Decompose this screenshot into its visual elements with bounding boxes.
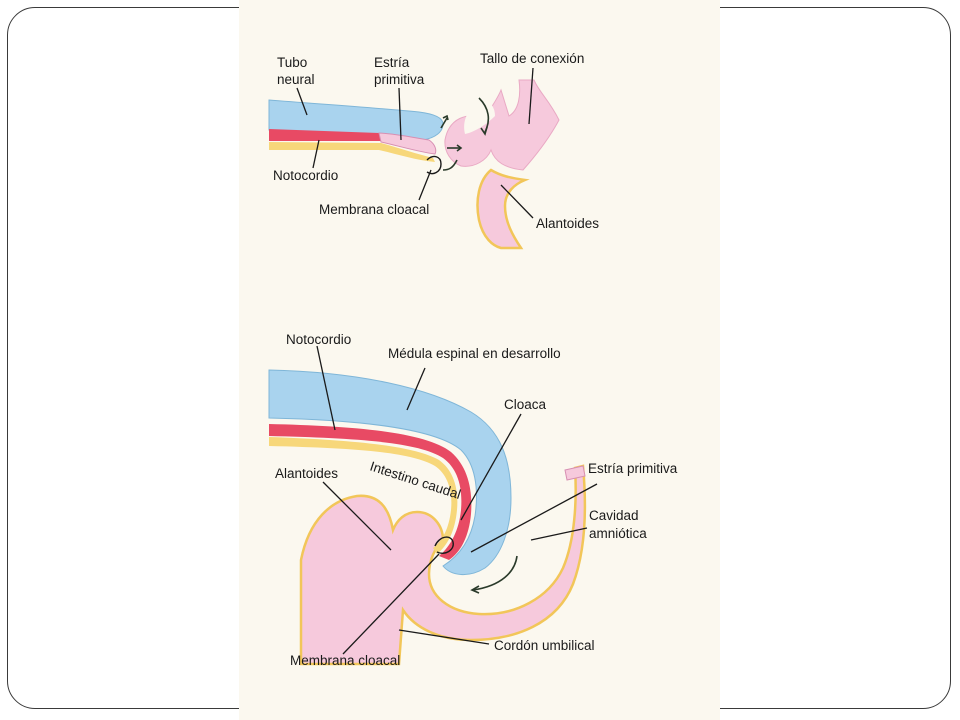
pointer-membrana-bottom [342,553,440,655]
label-notocordio-bottom: Notocordio [286,332,351,347]
label-notocordio-top: Notocordio [273,168,338,183]
cloacal-membrane-shape [426,155,442,175]
notochord-shape [269,129,381,141]
embryo-figure: Tubo neural Estría primitiva Tallo de co… [239,0,720,720]
endoderm-layer-shape [269,142,435,162]
pointer-cavidad [530,527,588,541]
label-membrana-top: Membrana cloacal [319,202,429,217]
pointer-notocordio-top [312,139,320,169]
umbilical-cord-shape [299,464,587,666]
pointer-estria-top [398,87,402,141]
pointer-tallo [528,67,534,125]
small-arrow-curve [442,159,458,171]
primitive-streak-shape [378,132,437,155]
label-tubo: Tubo [277,55,307,70]
notochord-bottom-shape [269,424,472,560]
pointer-tubo-neural [296,87,308,116]
pointer-membrana-top [418,169,432,201]
label-alantoides-bottom: Alantoides [275,466,338,481]
primitive-streak-bottom-shape [564,465,586,481]
label-amniotica: amniótica [589,526,647,541]
small-arrow-up [440,117,448,129]
curved-arrow-amnion [472,555,518,591]
pointer-medula [406,367,426,411]
label-membrana-bottom: Membrana cloacal [290,653,400,668]
pointer-cordon [398,629,490,645]
label-tallo: Tallo de conexión [480,51,584,66]
label-estria-top: Estría [374,55,410,70]
cloacal-membrane-bottom-shape [434,536,454,554]
curved-arrow-1-head [480,126,488,136]
pointer-estria-bottom [470,483,598,553]
label-alantoides-top: Alantoides [536,216,599,231]
amniotic-cavity-shape [439,472,566,599]
label-medula: Médula espinal en desarrollo [388,346,561,361]
neural-tube-shape [268,99,444,141]
label-cloaca: Cloaca [504,397,547,412]
label-primitiva-top: primitiva [374,72,425,87]
pointer-cloaca [460,413,522,521]
small-arrow-up-head [442,114,449,121]
connecting-stalk-shape [444,79,560,171]
curved-arrow-amnion-head [470,585,480,594]
pointer-alantoides-top [500,184,534,219]
pointer-alantoides-bottom [322,481,392,551]
small-arrow-right-head [456,144,463,152]
allantois-shape [476,168,530,250]
label-cavidad: Cavidad [589,508,639,523]
spinal-cord-shape [268,369,512,575]
bottom-embryo-diagram: Notocordio Médula espinal en desarrollo … [268,332,678,668]
label-estria-bottom: Estría primitiva [588,461,678,476]
label-cordon: Cordón umbilical [494,638,595,653]
pointer-notocordio-bottom [316,345,336,431]
top-embryo-diagram: Tubo neural Estría primitiva Tallo de co… [268,51,599,250]
label-neural: neural [277,72,315,87]
embryo-diagram-svg: Tubo neural Estría primitiva Tallo de co… [268,51,678,668]
